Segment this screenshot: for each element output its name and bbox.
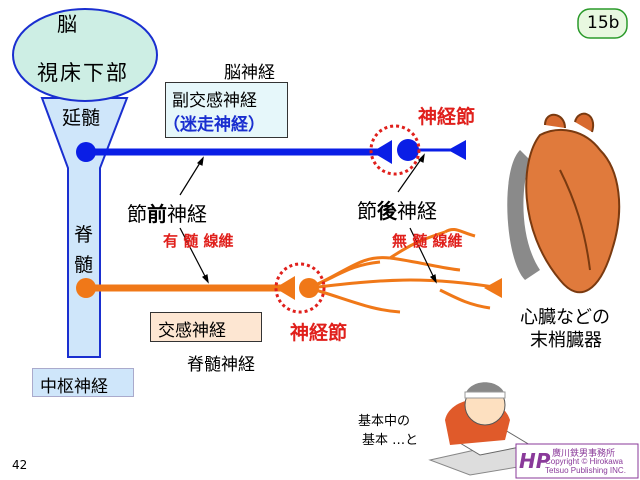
brain-shape [12, 8, 158, 102]
postganglionic-suffix: 神経 [397, 199, 437, 223]
sympathetic-synapse-terminal [275, 276, 295, 300]
cns-label: 中枢神経 [40, 377, 108, 397]
unmyelinated-fiber-label: 無 髄 線維 [392, 232, 463, 250]
postganglionic-bold: 後 [377, 199, 397, 223]
logo-copyright: Copyright © Hirokawa Tetsuo Publishing I… [545, 457, 626, 475]
sympathetic-ganglion-label: 神経節 [290, 322, 348, 344]
preganglionic-label: 節前神経 [127, 198, 207, 227]
preganglionic-prefix: 節 [127, 202, 147, 226]
label-arrows [179, 153, 437, 284]
parasympathetic-ganglion-label: 神経節 [418, 106, 476, 128]
parasympathetic-synapse-terminal [372, 140, 392, 164]
spinal-cord-label-1: 脊 [74, 224, 94, 246]
preganglionic-suffix: 神経 [167, 202, 207, 226]
cranial-nerve-label: 脳神経 [224, 63, 275, 83]
caption-line-1: 基本中の [358, 414, 411, 429]
logo-mark: HP [519, 449, 551, 473]
cns-label-box [32, 368, 134, 397]
sympathetic-ganglion-circle [274, 262, 326, 314]
slide-badge-bg [577, 8, 628, 39]
slide-badge: 15b [587, 13, 620, 33]
parasympathetic-ganglion-circle [369, 124, 421, 176]
organ-label-2: 末梢臓器 [530, 330, 602, 351]
parasympathetic-box [165, 82, 288, 138]
sympathetic-origin-dot [76, 278, 96, 298]
spinal-cord-label-2: 髄 [74, 254, 94, 276]
logo-name: 廣川鉄男事務所 [552, 449, 616, 459]
heart-illustration [507, 112, 621, 294]
postganglionic-label: 節後神経 [357, 195, 437, 224]
myelinated-fiber-label: 有 髄 線維 [163, 232, 234, 250]
brain-label: 脳 [57, 12, 77, 36]
caption-line-2: 基本 …と [362, 433, 419, 448]
spinal-cord-shape [40, 97, 129, 358]
parasympathetic-end-terminal [448, 140, 466, 160]
organ-label-1: 心臓などの [520, 307, 610, 328]
spinal-nerve-label: 脊髄神経 [187, 355, 255, 375]
page-number: 42 [12, 458, 28, 472]
hypothalamus-label: 視床下部 [37, 61, 129, 85]
sympathetic-postganglionic-branches [308, 228, 501, 314]
parasympathetic-label: 副交感神経 [172, 91, 257, 111]
sympathetic-end-terminal [484, 278, 502, 298]
parasympathetic-origin-dot [76, 142, 96, 162]
vagus-label: （迷走神経） [163, 115, 265, 135]
sympathetic-label: 交感神経 [158, 321, 226, 341]
medulla-label: 延髄 [62, 107, 101, 129]
sympathetic-box [150, 312, 262, 342]
preganglionic-bold: 前 [147, 202, 167, 226]
logo-bg [515, 443, 639, 479]
postganglionic-prefix: 節 [357, 199, 377, 223]
